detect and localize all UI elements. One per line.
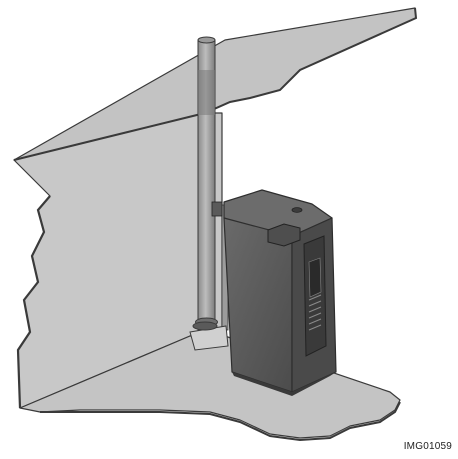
wall-cut-edge: [16, 195, 51, 409]
control-panel-display: [308, 257, 322, 298]
image-id-label: IMG01059: [403, 441, 452, 452]
floor-cut-edge: [40, 401, 401, 442]
pipe-ceiling-penetration: [198, 70, 215, 115]
condensate-fitting: [211, 201, 223, 217]
floor-surface: [19, 334, 401, 439]
boiler-control-panel: [303, 235, 327, 357]
boiler-top-junction-box: [267, 223, 301, 247]
base-fitting: [192, 321, 218, 331]
boiler-base: [232, 372, 336, 396]
vent-pipe-top: [197, 36, 216, 44]
control-panel-vents: [308, 294, 322, 331]
boiler-flue-fitting: [291, 207, 303, 213]
